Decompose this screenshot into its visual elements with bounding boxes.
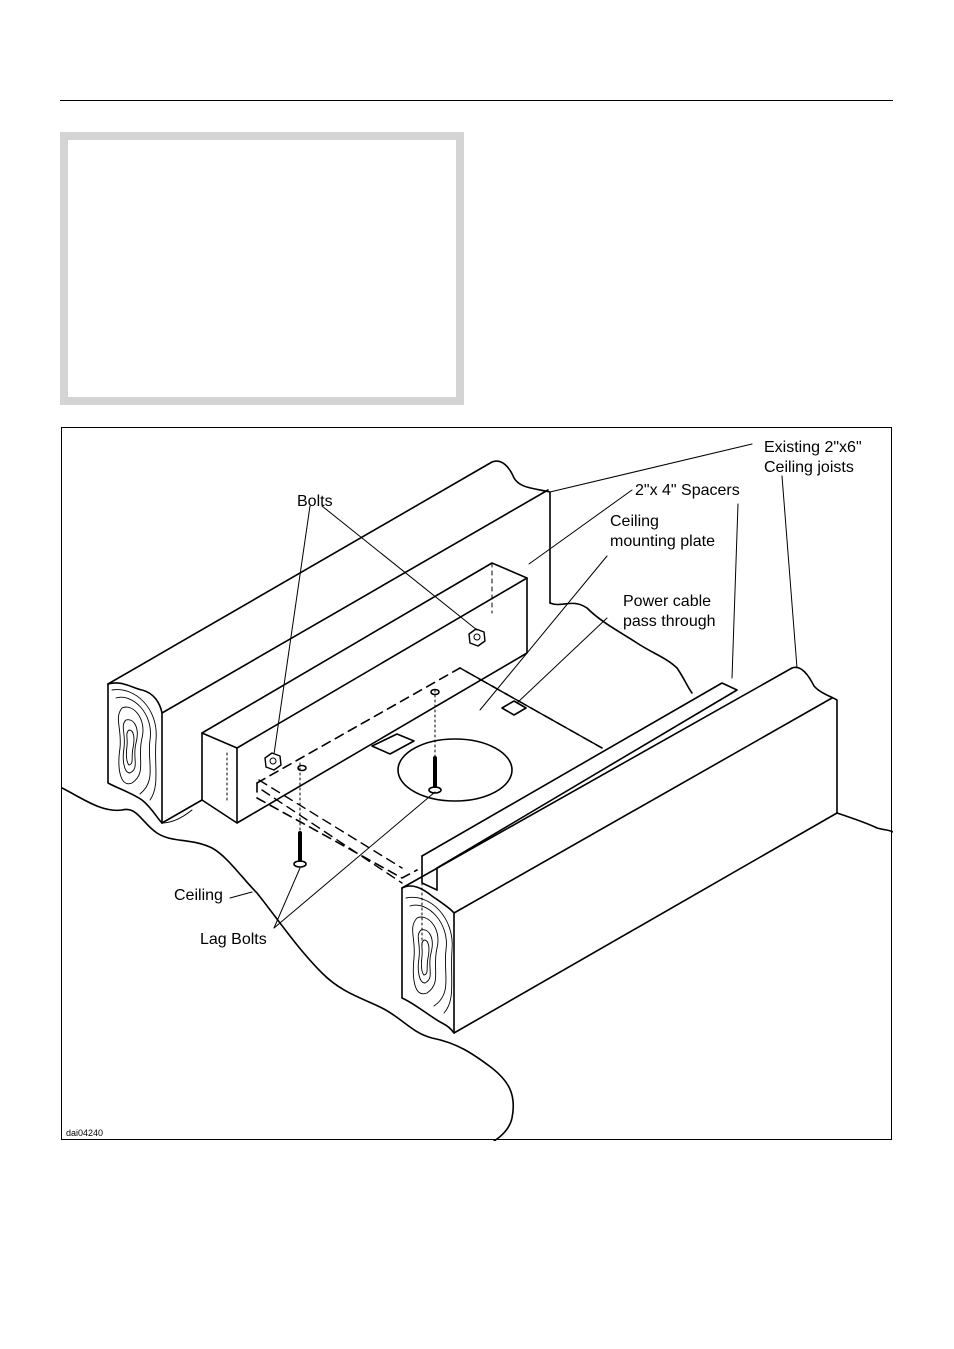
cable-cutout-left [371,733,415,755]
label-ceiling: Ceiling [174,887,223,904]
label-power-cable-line2: pass through [623,613,716,630]
mounting-plate [256,667,603,879]
back-spacer [201,562,528,824]
front-joist-grain [405,896,453,1014]
ceiling-back-edge [549,602,693,694]
front-spacer [421,682,738,891]
leader-lines [229,443,798,929]
plate-center-hole [397,738,513,802]
ceiling-right-edge [836,812,893,833]
ceiling-mount-illustration [62,443,893,1141]
bolt-right [468,628,486,647]
note-box [60,132,464,405]
label-lag-bolts: Lag Bolts [200,931,267,948]
label-spacers: 2"x 4" Spacers [635,482,740,499]
front-joist [401,666,838,1034]
back-joist [107,460,551,824]
label-mounting-plate: Ceiling [610,513,659,530]
installation-figure: Existing 2"x6" Ceiling joists 2"x 4" Spa… [61,427,893,1141]
header-rule [60,100,893,101]
lag-bolt-left [293,831,307,868]
label-existing-joists-line2: Ceiling joists [764,459,854,476]
label-mounting-plate-line2: mounting plate [610,533,715,550]
label-existing-joists: Existing 2"x6" [764,439,862,456]
label-bolts: Bolts [297,493,333,510]
lag-bolt-center [428,756,442,794]
bolt-left [264,752,282,771]
back-joist-grain [111,689,157,801]
label-power-cable: Power cable [623,593,712,610]
cable-cutout-right [501,700,527,716]
ceiling-left-edge [62,787,514,1141]
figure-id: dai04240 [66,1128,104,1138]
dotted-lines [226,689,436,949]
hidden-lines [258,667,603,884]
